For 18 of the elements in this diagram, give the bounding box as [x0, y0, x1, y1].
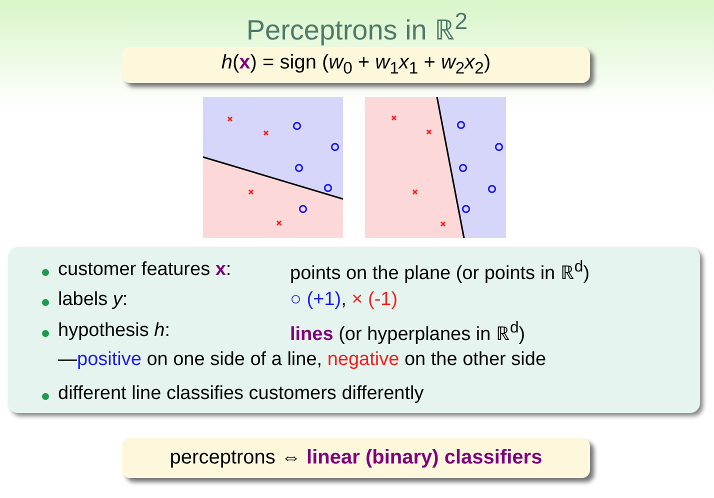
- bullet-text: on one side of a line,: [146, 349, 322, 370]
- bullet-text: labels y:: [58, 289, 128, 310]
- bullet-panel: [8, 247, 700, 413]
- summary-box: [122, 438, 590, 478]
- bullet-text: different line classifies customers differently: [58, 383, 424, 404]
- bullet-text: ,: [341, 289, 346, 310]
- formula-text: h(x) = sign (w$_{0}$ + w$_{1}$x$_{1}$ + w$_{2}$x$_{2}$): [220, 52, 492, 78]
- bullet-text: on the other side: [404, 349, 546, 370]
- bullet-text: —: [58, 349, 77, 370]
- slide-title: Perceptrons in ℝ$^{2}$: [245, 8, 469, 48]
- bullet-text: ○ (+1): [290, 289, 342, 310]
- bullet-text: customer features x:: [58, 259, 232, 280]
- bullet-text: negative: [327, 349, 400, 370]
- formula-box: [122, 47, 590, 83]
- bullet-text: × (-1): [352, 289, 398, 310]
- bullet-text: positive: [77, 349, 142, 370]
- bullet-text: hypothesis h:: [58, 320, 170, 341]
- summary-text: perceptrons ⇔ linear (binary) classifiers: [168, 446, 544, 470]
